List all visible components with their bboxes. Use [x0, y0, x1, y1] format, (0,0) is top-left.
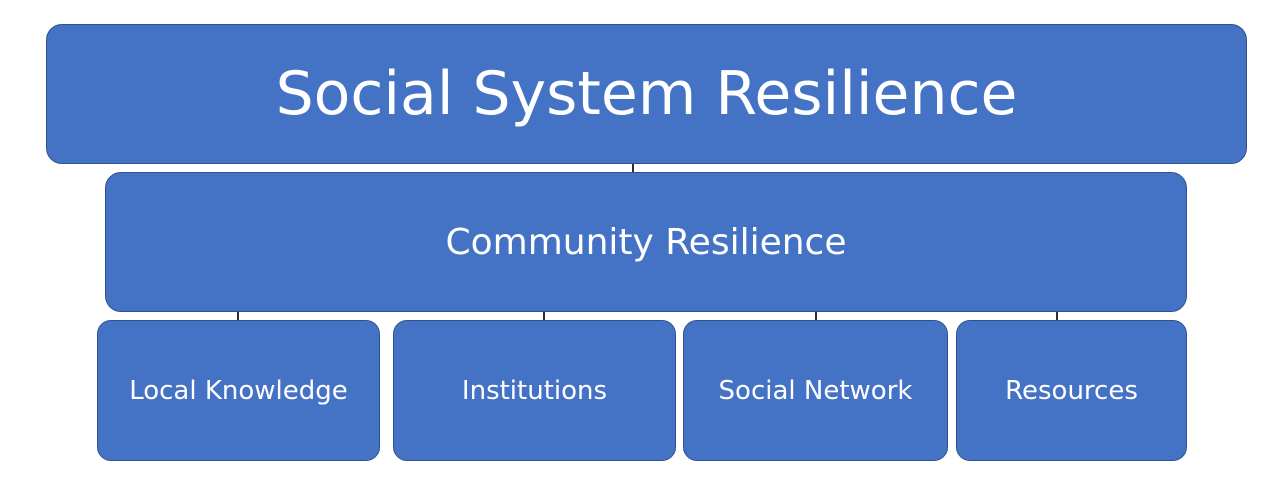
middle-node-label: Community Resilience [445, 221, 847, 263]
leaf-node-label: Social Network [718, 375, 913, 406]
connector-middle-to-resources [1056, 312, 1058, 320]
connector-middle-to-local-knowledge [237, 312, 239, 320]
leaf-node-resources: Resources [956, 320, 1187, 461]
leaf-node-label: Local Knowledge [129, 375, 348, 406]
root-node-label: Social System Resilience [275, 59, 1018, 129]
leaf-node-local-knowledge: Local Knowledge [97, 320, 380, 461]
root-node-social-system-resilience: Social System Resilience [46, 24, 1247, 164]
leaf-node-institutions: Institutions [393, 320, 676, 461]
leaf-node-label: Institutions [461, 375, 608, 406]
middle-node-community-resilience: Community Resilience [105, 172, 1187, 312]
connector-middle-to-social-network [815, 312, 817, 320]
connector-middle-to-institutions [543, 312, 545, 320]
leaf-node-social-network: Social Network [683, 320, 948, 461]
connector-root-to-middle [632, 164, 634, 172]
leaf-node-label: Resources [1005, 375, 1138, 406]
